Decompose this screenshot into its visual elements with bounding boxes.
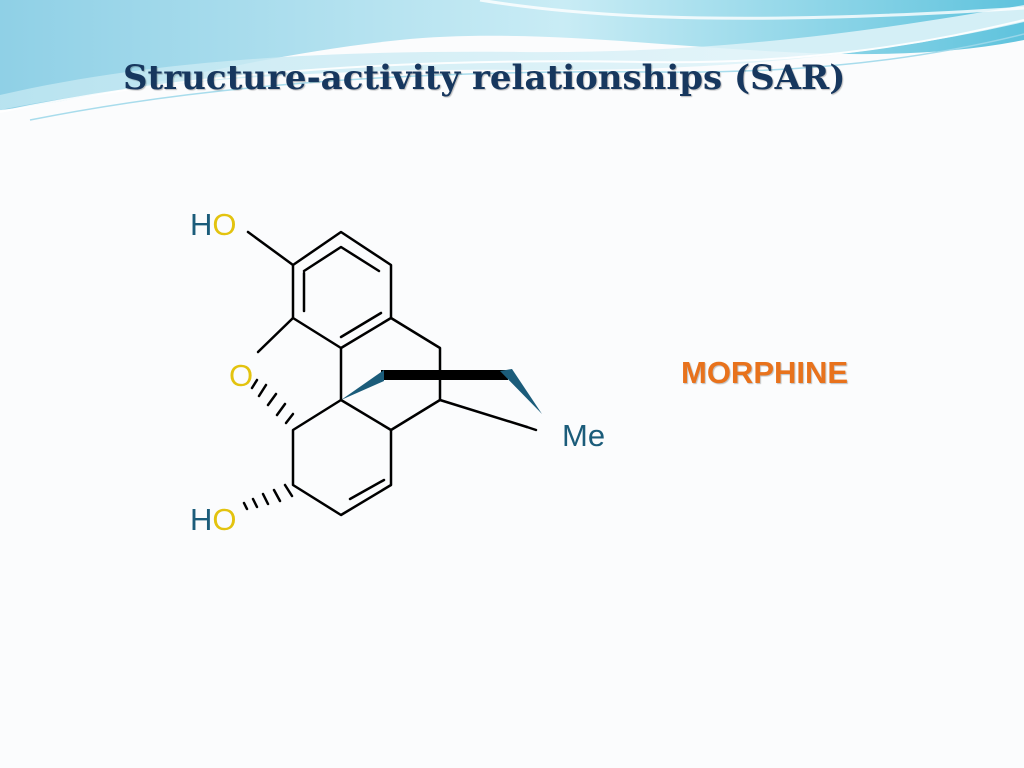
piperidine-bond-2 [525, 425, 538, 432]
ether-o-atom: O [229, 358, 254, 393]
ether-oxygen-label: O [229, 360, 253, 391]
bridge-bond [381, 370, 508, 380]
piperidine-bond-1 [438, 398, 529, 429]
alcohol-o-atom: O [212, 502, 237, 537]
alcohol-h-atom: H [190, 502, 213, 537]
wedge-bonds [341, 369, 542, 414]
ring-c-bonds [389, 316, 442, 402]
slide-title: Structure-activity relationships (SAR) [123, 58, 846, 98]
alcohol-hydroxyl-label: HO [190, 504, 237, 535]
phenol-bond [246, 230, 295, 267]
bond-lines [246, 230, 538, 517]
aromatic-double-bond-3 [339, 311, 383, 339]
hashed-bond-alcohol [242, 483, 294, 511]
aromatic-double-bond-1 [302, 245, 381, 273]
compound-name: MORPHINE [681, 355, 849, 390]
ring-b-bonds [339, 398, 442, 432]
phenol-hydroxyl-label: HO [190, 209, 237, 240]
ether-bond-aryl [256, 316, 295, 354]
hashed-bond-ether [250, 378, 295, 425]
alkene-double-bond [348, 478, 386, 501]
n-methyl-label: Me [562, 420, 605, 451]
phenol-h-atom: H [190, 207, 213, 242]
wedge-bond-right [500, 369, 542, 414]
header-wave-decoration [0, 0, 1024, 121]
phenol-o-atom: O [212, 207, 237, 242]
n-methyl-group: Me [562, 418, 606, 453]
wedge-bond-left [341, 370, 384, 400]
ring-d-left [291, 398, 393, 517]
aromatic-ring [291, 230, 393, 350]
